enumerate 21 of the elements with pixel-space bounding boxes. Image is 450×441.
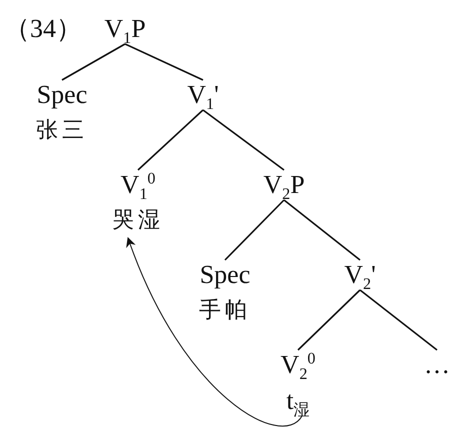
movement-arrow <box>126 237 302 426</box>
tree-node-label: V$_{2}$' <box>344 260 376 290</box>
tree-branch <box>297 289 361 351</box>
tree-node-label: V$_{1}$P <box>104 14 146 44</box>
tree-node-label: … <box>424 350 450 380</box>
tree-node-label: Spec <box>36 80 88 110</box>
word-label: 张三 <box>36 117 88 145</box>
word-label: 手帕 <box>199 297 251 325</box>
tree-node-label: V$_{1}$' <box>187 80 219 110</box>
word-label: 哭湿 <box>112 207 164 235</box>
tree-branch <box>124 43 204 81</box>
tree-branch <box>284 199 360 261</box>
example-number: （34） <box>4 14 82 44</box>
tree-branch <box>62 43 126 81</box>
tree-branch <box>137 109 204 171</box>
tree-branch <box>202 109 284 171</box>
trace-label: t$_{湿}$ <box>285 386 311 416</box>
tree-node-label: V$_{2}$P <box>263 170 305 200</box>
tree-branch <box>360 289 438 351</box>
tree-node-label: Spec <box>199 260 251 290</box>
tree-branch <box>224 199 285 261</box>
